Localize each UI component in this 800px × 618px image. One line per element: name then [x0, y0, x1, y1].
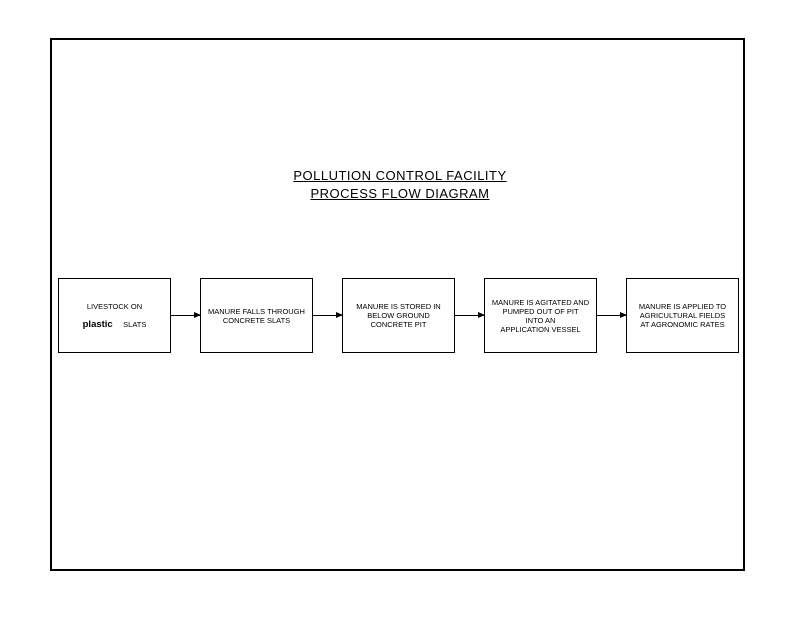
step-livestock: LIVESTOCK ON plastic SLATS [58, 278, 171, 353]
flow-arrow [171, 312, 201, 318]
drawing-border [50, 38, 745, 571]
step-storage: MANURE IS STORED IN BELOW GROUND CONCRET… [342, 278, 455, 353]
step-application: MANURE IS APPLIED TO AGRICULTURAL FIELDS… [626, 278, 739, 353]
step-text: SLATS [123, 320, 147, 329]
step-text: LIVESTOCK ON [86, 302, 143, 311]
step-slats: MANURE FALLS THROUGH CONCRETE SLATS [200, 278, 313, 353]
diagram-title: POLLUTION CONTROL FACILITY [293, 168, 507, 183]
diagram-subtitle: PROCESS FLOW DIAGRAM [310, 186, 490, 201]
step-agitation: MANURE IS AGITATED AND PUMPED OUT OF PIT… [484, 278, 597, 353]
flow-arrow [597, 312, 627, 318]
flow-arrow [313, 312, 343, 318]
flow-arrow [455, 312, 485, 318]
step-text-plastic: plastic [82, 319, 113, 330]
